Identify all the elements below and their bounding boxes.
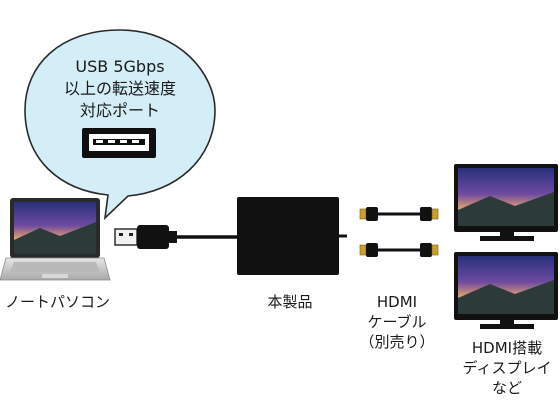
laptop-illustration <box>0 198 111 281</box>
hdmi-cable-top <box>359 207 439 221</box>
cable-label: HDMI ケーブル （別売り） <box>352 292 442 352</box>
display-monitor-bottom <box>454 252 558 329</box>
display-monitor-top <box>454 164 558 241</box>
cable-label-line-2: ケーブル <box>367 313 427 331</box>
cable-label-line-3: （別売り） <box>359 333 435 351</box>
adapter-label: 本製品 <box>267 293 313 311</box>
bubble-line-3: 対応ポート <box>79 101 160 120</box>
display-label-line-3: など <box>491 379 522 397</box>
usb-cable <box>114 225 237 249</box>
display-label: HDMI搭載 ディスプレイ など <box>455 338 559 398</box>
bubble-line-1: USB 5Gbps <box>75 57 165 76</box>
hdmi-cable-bottom <box>359 243 439 257</box>
laptop-label: ノートパソコン <box>4 293 110 311</box>
bubble-caption: USB 5Gbps 以上の転送速度 対応ポート <box>45 56 195 122</box>
adapter-device <box>237 197 347 275</box>
display-label-line-1: HDMI搭載 <box>471 339 543 357</box>
speech-bubble <box>24 29 216 221</box>
display-label-line-2: ディスプレイ <box>462 359 552 377</box>
bubble-line-2: 以上の転送速度 <box>63 79 176 98</box>
cable-label-line-1: HDMI <box>376 293 418 311</box>
usb-port-icon <box>82 128 156 158</box>
